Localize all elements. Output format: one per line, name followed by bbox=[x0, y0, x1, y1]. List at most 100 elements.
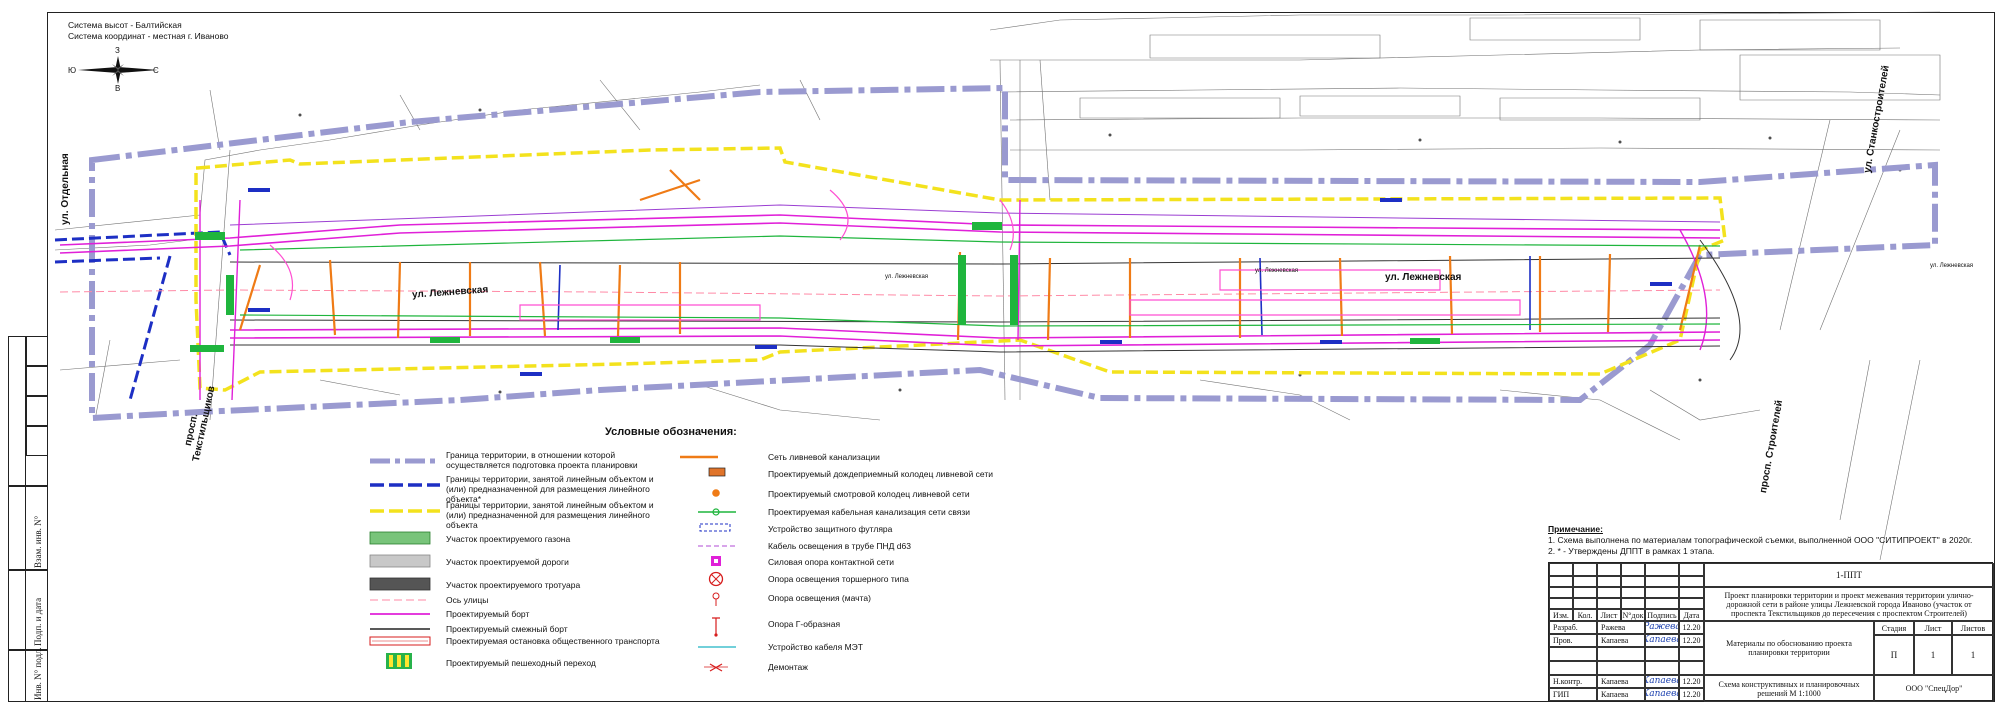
stamp-name-chief-engineer: Капаева bbox=[1597, 688, 1645, 701]
stamp-empty-a2 bbox=[1573, 563, 1597, 576]
stamp-blank-name-1 bbox=[1597, 647, 1645, 661]
stamp-signature-developer: Ражева bbox=[1645, 621, 1679, 634]
legend-item-g-pole: Опора Г-образная bbox=[768, 619, 841, 629]
legend-item-floor-lamp: Опора освещения торшерного типа bbox=[768, 574, 909, 584]
stamp-empty-b2 bbox=[1573, 576, 1597, 587]
stamp-col-izm: Изм. bbox=[1549, 609, 1573, 621]
legend-item-lighting-cable: Кабель освещения в трубе ПНД d63 bbox=[768, 541, 911, 551]
legend-item-storm-inlet: Проектируемый дождеприемный колодец ливн… bbox=[768, 469, 993, 479]
stamp-sheets-value: 1 bbox=[1952, 635, 1994, 675]
topo-points bbox=[298, 98, 1902, 394]
stamp-date-developer: 12.20 bbox=[1679, 621, 1704, 634]
side-cell-inv-orig-inner bbox=[8, 650, 26, 702]
side-cell-top-inner bbox=[8, 336, 26, 486]
compass-west-label: Ю bbox=[68, 66, 77, 75]
stamp-role-developer: Разраб. bbox=[1549, 621, 1597, 634]
legend-item-lawn: Участок проектируемого газона bbox=[446, 534, 571, 544]
legend-item-met-cable: Устройство кабеля МЭТ bbox=[768, 642, 863, 652]
legend-item-bus-stop: Проектируемая остановка общественного тр… bbox=[446, 636, 660, 646]
notes-title: Примечание: bbox=[1548, 524, 1603, 534]
stamp-date-chief-engineer: 12.20 bbox=[1679, 688, 1704, 701]
compass-south-label: В bbox=[115, 84, 121, 93]
notes-block: Примечание: 1. Схема выполнена по матери… bbox=[1548, 524, 1972, 557]
stamp-name-normcontrol: Капаева bbox=[1597, 675, 1645, 688]
note-line-1: 1. Схема выполнена по материалам топогра… bbox=[1548, 535, 1973, 545]
legend-item-comm-cable: Проектируемая кабельная канализация сети… bbox=[768, 507, 971, 517]
stamp-sheet-header: Лист bbox=[1914, 621, 1952, 635]
stamp-empty-a5 bbox=[1645, 563, 1679, 576]
curb-details bbox=[269, 189, 1521, 321]
side-cell-b bbox=[26, 366, 48, 396]
stamp-col-ndoc: N°док bbox=[1621, 609, 1645, 621]
stamp-empty-d2 bbox=[1573, 598, 1597, 609]
street-label-lezhnevskaya-right: ул. Лежневская bbox=[1385, 272, 1462, 283]
stamp-blank-role-2 bbox=[1549, 661, 1597, 675]
title-block: 1-ППТ Проект планировки территории и про… bbox=[1548, 562, 1994, 702]
stamp-scheme-title: Схема конструктивных и планировочных реш… bbox=[1704, 675, 1874, 702]
approved-boundary bbox=[54, 230, 232, 401]
legend-item-linear-boundary: Границы территории, занятой линейным объ… bbox=[446, 500, 654, 530]
leader-markers bbox=[248, 188, 1672, 376]
stamp-company: ООО "СпецДор" bbox=[1874, 675, 1994, 702]
stamp-empty-b4 bbox=[1621, 576, 1645, 587]
stamp-blank-date-1 bbox=[1679, 647, 1704, 661]
stamp-empty-a3 bbox=[1597, 563, 1621, 576]
stamp-empty-c5 bbox=[1645, 587, 1679, 598]
planning-boundary bbox=[89, 84, 1938, 422]
legend-title: Условные обозначения: bbox=[605, 426, 737, 438]
street-label-small-1: ул. Лежневская bbox=[885, 274, 929, 280]
street-label-small-3: ул. Лежневская bbox=[1930, 263, 1974, 269]
stamp-empty-b1 bbox=[1549, 576, 1573, 587]
stamp-empty-a1 bbox=[1549, 563, 1573, 576]
legend-item-power-pole: Силовая опора контактной сети bbox=[768, 557, 894, 567]
legend-item-planning-boundary: Граница территории, в отношении которой … bbox=[446, 450, 638, 470]
stamp-empty-d1 bbox=[1549, 598, 1573, 609]
stamp-col-sign: Подпись bbox=[1645, 609, 1679, 621]
stamp-stage-value: П bbox=[1874, 635, 1914, 675]
legend-item-approved-boundary: Границы территории, занятой линейным объ… bbox=[446, 474, 654, 504]
stamp-col-list: Лист bbox=[1597, 609, 1621, 621]
stamp-signature-chief-engineer: Капаева bbox=[1645, 688, 1679, 701]
side-cell-c bbox=[26, 396, 48, 426]
legend-symbols-left bbox=[369, 458, 440, 669]
legend-item-street-axis: Ось улицы bbox=[446, 595, 489, 605]
side-cell-sign-inner bbox=[8, 570, 26, 650]
compass-rose bbox=[78, 56, 158, 84]
stamp-role-normcontrol: Н.контр. bbox=[1549, 675, 1597, 688]
stamp-blank-sign-2 bbox=[1645, 661, 1679, 675]
comm-cable bbox=[239, 235, 1721, 327]
legend-item-adjacent-curb: Проектируемый смежный борт bbox=[446, 624, 568, 634]
stamp-role-checker: Пров. bbox=[1549, 634, 1597, 647]
legend-item-demolition: Демонтаж bbox=[768, 662, 808, 672]
legend-item-manhole: Проектируемый смотровой колодец ливневой… bbox=[768, 489, 970, 499]
height-system-text: Система высот - Балтийская bbox=[68, 20, 182, 30]
utility-crossings bbox=[557, 256, 1531, 336]
stamp-stage-header: Стадия bbox=[1874, 621, 1914, 635]
stamp-signature-normcontrol: Капаева bbox=[1645, 675, 1679, 688]
stamp-date-checker: 12.20 bbox=[1679, 634, 1704, 647]
stamp-empty-c6 bbox=[1679, 587, 1704, 598]
note-line-2: 2. * - Утверждены ДППТ в рамках 1 этапа. bbox=[1548, 546, 1715, 556]
coordinate-note: Система высот - Балтийская Система коорд… bbox=[68, 20, 229, 42]
stamp-empty-c2 bbox=[1573, 587, 1597, 598]
stamp-name-checker: Капаева bbox=[1597, 634, 1645, 647]
stamp-blank-name-2 bbox=[1597, 661, 1645, 675]
street-label-otdelnaya: ул. Отдельная bbox=[60, 153, 71, 225]
compass-east-label: С bbox=[153, 66, 159, 75]
stamp-empty-c1 bbox=[1549, 587, 1573, 598]
legend-item-road: Участок проектируемой дороги bbox=[446, 557, 569, 567]
stamp-empty-b5 bbox=[1645, 576, 1679, 587]
crosswalks bbox=[190, 222, 1440, 352]
stamp-blank-date-2 bbox=[1679, 661, 1704, 675]
stamp-empty-d4 bbox=[1621, 598, 1645, 609]
stamp-empty-a4 bbox=[1621, 563, 1645, 576]
stamp-empty-d6 bbox=[1679, 598, 1704, 609]
stamp-role-chief-engineer: ГИП bbox=[1549, 688, 1597, 701]
stamp-empty-d3 bbox=[1597, 598, 1621, 609]
stamp-name-developer: Ражева bbox=[1597, 621, 1645, 634]
stamp-blank-role-1 bbox=[1549, 647, 1597, 661]
stamp-col-kol: Кол. bbox=[1573, 609, 1597, 621]
stamp-sheet-value: 1 bbox=[1914, 635, 1952, 675]
stamp-col-date: Дата bbox=[1679, 609, 1704, 621]
